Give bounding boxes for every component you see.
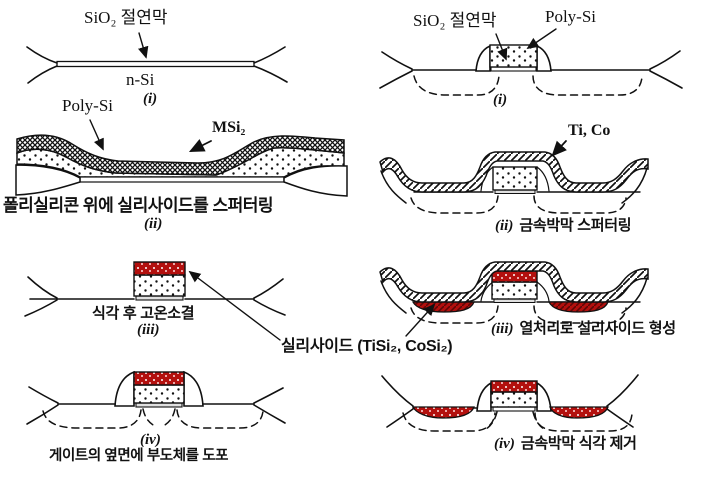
left-poly-label: Poly-Si: [62, 96, 114, 115]
silicide-arrow-right: [405, 303, 436, 337]
spacer: [114, 370, 135, 407]
right-poly-label: Poly-Si: [545, 7, 597, 26]
left-sio2-arrow: [138, 32, 149, 59]
silicide-arrow-left: [188, 270, 281, 341]
spacer: [476, 381, 492, 412]
gate-silicide: [491, 270, 538, 283]
right-step2-caption: 금속박막 스퍼터링: [519, 217, 632, 234]
silicide-region: [547, 301, 609, 313]
metal-film: [379, 261, 649, 303]
gate-poly: [490, 391, 538, 408]
right-step1-structure: [379, 28, 683, 96]
spacer: [536, 44, 552, 72]
left-msi2-arrow: [188, 139, 212, 153]
silicide-region: [411, 406, 475, 419]
right-step3-numeral: (iii): [491, 321, 514, 337]
gate-poly: [133, 274, 186, 297]
gate-poly: [133, 384, 185, 404]
right-step4-caption-row: (iv) 금속박막 식각 제거: [494, 436, 637, 453]
right-step4-numeral: (iv): [494, 436, 515, 452]
junction-wells: [413, 75, 643, 96]
gate-poly: [489, 44, 538, 68]
left-step2-structure: [15, 119, 348, 197]
ti-co-arrow: [551, 140, 567, 157]
left-msi2-label: MSi₂: [212, 119, 246, 136]
right-step2-numeral: (ii): [495, 218, 514, 234]
gate-poly: [492, 166, 538, 191]
left-step2-numeral: (ii): [144, 216, 163, 232]
gate-silicide: [490, 380, 538, 393]
left-step3-caption: 식각 후 고온소결: [92, 305, 195, 322]
junction-wells: [402, 411, 633, 432]
right-step2-structure: [379, 140, 649, 214]
silicide-center-label: 실리사이드 (TiSi₂, CoSi₂): [281, 338, 453, 355]
right-step1-numeral: (i): [493, 92, 508, 108]
right-step4-structure: [381, 374, 639, 432]
spacer: [475, 44, 491, 72]
right-step3-caption: 열처리로 실리사이드 형성: [519, 320, 677, 337]
left-step1-structure: [26, 32, 288, 84]
junction-wells: [410, 195, 627, 214]
right-step3-caption-row: (iii) 열처리로 실리사이드 형성: [491, 321, 676, 338]
spacer: [536, 381, 552, 412]
left-poly-arrow: [89, 119, 104, 151]
left-step1-numeral: (i): [143, 91, 158, 107]
metal-film: [379, 151, 649, 193]
gate-silicide: [133, 371, 185, 386]
spacer: [183, 370, 204, 407]
left-step3-structure: [24, 261, 286, 341]
silicide-region: [549, 406, 609, 419]
gate-silicide: [133, 261, 186, 276]
left-sio2-label: SiO₂ 절연막: [84, 8, 168, 27]
right-poly-arrow: [526, 28, 557, 50]
left-step4-caption: 게이트의 옆면에 부도체를 도포: [49, 448, 229, 464]
right-step4-caption: 금속박막 식각 제거: [520, 435, 637, 452]
right-step2-caption-row: (ii) 금속박막 스퍼터링: [495, 217, 632, 235]
msi2-layer: [16, 134, 345, 176]
left-step4-structure: [26, 370, 286, 429]
gate-poly: [491, 281, 538, 300]
ti-co-label: Ti, Co: [568, 122, 611, 139]
left-step2-caption: 폴리실리콘 위에 실리사이드를 스퍼터링: [3, 196, 274, 215]
junction-wells: [42, 408, 264, 429]
left-step3-numeral: (iii): [137, 322, 160, 338]
junction-wells: [410, 305, 627, 324]
right-step3-structure: [379, 261, 649, 337]
left-step4-numeral: (iv): [140, 432, 161, 448]
right-sio2-label: SiO₂ 절연막: [413, 11, 497, 30]
silicide-region: [411, 301, 475, 313]
right-sio2-arrow: [495, 33, 508, 61]
left-nsi-label: n-Si: [126, 70, 155, 89]
